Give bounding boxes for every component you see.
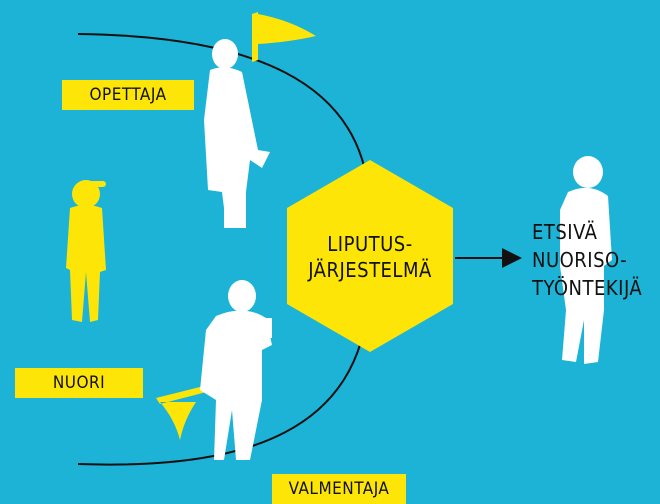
flagging-system-hexagon — [287, 160, 453, 352]
target-line-2: NUORISO- — [532, 247, 627, 273]
teacher-figure-icon — [204, 39, 270, 228]
teacher-label: OPETTAJA — [62, 80, 194, 110]
coach-figure-icon — [200, 280, 272, 460]
youth-figure-icon — [66, 180, 106, 322]
teacher-flag-icon — [252, 12, 316, 62]
hexagon-line-1: LIPUTUS- — [296, 232, 444, 256]
coach-label: VALMENTAJA — [272, 474, 406, 504]
target-line-1: ETSIVÄ — [532, 219, 597, 245]
target-line-3: TYÖNTEKIJÄ — [532, 275, 642, 301]
youth-label: NUORI — [15, 368, 143, 398]
hexagon-line-2: JÄRJESTELMÄ — [296, 258, 444, 282]
